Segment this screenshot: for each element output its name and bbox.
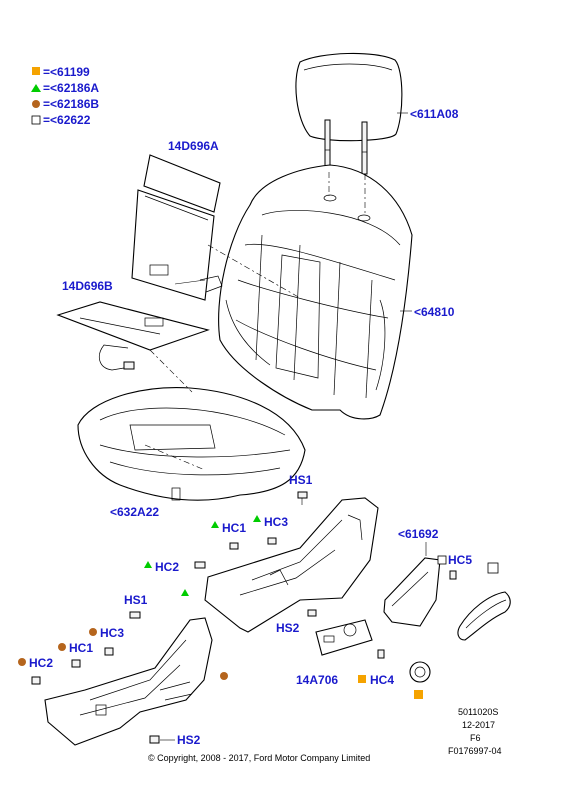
shield-left-brown-circle-icon — [220, 672, 228, 680]
label-pad-lower: 14D696B — [62, 279, 113, 293]
legend-item-62622: =<62622 — [43, 113, 91, 127]
hc2-top-green-triangle-icon — [144, 561, 152, 568]
legend-item-61199: =<61199 — [43, 65, 90, 79]
assembly-guides — [144, 172, 366, 471]
shield-green-triangle-icon — [181, 589, 189, 596]
shield-right-inner[interactable] — [204, 497, 379, 633]
pad-lower[interactable] — [56, 301, 210, 371]
hc1-top-green-triangle-icon — [211, 521, 219, 528]
hc3-top-green-triangle-icon — [253, 515, 261, 522]
legend-white-square-icon — [31, 115, 41, 125]
shield-left[interactable] — [44, 617, 213, 746]
label-shield-right: <61692 — [398, 527, 439, 541]
hc1-left-brown-circle-icon — [58, 643, 66, 651]
label-hc2-top: HC2 — [155, 560, 179, 574]
hc2-left-brown-circle-icon — [18, 658, 26, 666]
recliner-handle[interactable] — [457, 562, 511, 641]
bracket-14a706[interactable] — [315, 619, 373, 656]
label-hc1-top: HC1 — [222, 521, 246, 535]
legend-brown-circle-icon — [32, 100, 40, 108]
label-hs1-top: HS1 — [289, 473, 313, 487]
label-hc5: HC5 — [448, 553, 472, 567]
label-hc1-left: HC1 — [69, 641, 93, 655]
headrest[interactable] — [295, 52, 403, 175]
label-pad-upper: 14D696A — [168, 139, 219, 153]
copyright: © Copyright, 2008 - 2017, Ford Motor Com… — [148, 753, 370, 763]
label-hc3-left: HC3 — [100, 626, 124, 640]
label-bracket: 14A706 — [296, 673, 338, 687]
legend-item-62186b: =<62186B — [43, 97, 99, 111]
ref-code: 5011020S — [458, 707, 498, 717]
shield-right-outer[interactable] — [383, 557, 441, 627]
legend-green-triangle-icon — [31, 84, 41, 92]
label-cushion: <632A22 — [110, 505, 159, 519]
figure-id: F0176997-04 — [448, 746, 502, 756]
date: 12-2017 — [462, 720, 495, 730]
label-back-frame: <64810 — [414, 305, 455, 319]
knob[interactable] — [409, 661, 431, 699]
label-hc3-top: HC3 — [264, 515, 288, 529]
seat-back-frame[interactable] — [218, 164, 413, 420]
label-hs2-bottom: HS2 — [177, 733, 201, 747]
label-hc4: HC4 — [370, 673, 394, 687]
fasteners-top — [194, 491, 457, 683]
legend: =<61199 =<62186A =<62186B =<62622 — [31, 65, 99, 127]
legend-item-62186a: =<62186A — [43, 81, 99, 95]
label-hc2-left: HC2 — [29, 656, 53, 670]
label-headrest: <611A08 — [410, 107, 459, 121]
variant: F6 — [470, 733, 481, 743]
pad-upper[interactable] — [131, 154, 223, 301]
fasteners-left — [31, 611, 160, 744]
hc3-left-brown-circle-icon — [89, 628, 97, 636]
label-hs2-top: HS2 — [276, 621, 300, 635]
label-hs1-left: HS1 — [124, 593, 148, 607]
legend-orange-square-icon — [32, 67, 40, 75]
seat-cushion[interactable] — [77, 387, 306, 501]
